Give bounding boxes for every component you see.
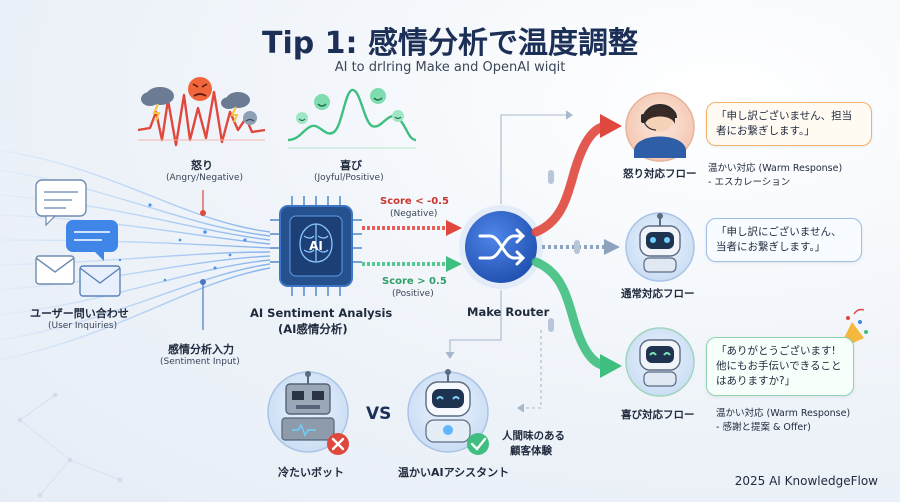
- shuffle-icon: [478, 228, 526, 266]
- chip-name-jp: (AI感情分析): [278, 322, 348, 336]
- joy-bubble-line-1: 「ありがとうございます!: [716, 345, 836, 357]
- joyful-label: 喜び: [340, 159, 362, 172]
- joy-flow-response: 温かい対応 (Warm Response): [716, 408, 851, 419]
- normal-bubble-line-2: 当者にお繋ぎします。」: [716, 241, 826, 253]
- human-touch-line-1: 人間味のある: [502, 430, 565, 442]
- angry-bubble-line-2: 者にお繋ぎします。」: [716, 125, 815, 137]
- angry-sublabel: (Angry/Negative): [166, 173, 244, 183]
- normal-flow-bubble: 「申し訳にございません、 当者にお繋ぎします。」: [706, 218, 862, 262]
- normal-flow-label: 通常対応フロー: [621, 288, 695, 300]
- sentiment-input-label: 感情分析入力: [168, 343, 234, 356]
- user-inquiries-label: ユーザー問い合わせ: [30, 307, 129, 320]
- path-dots: [548, 170, 580, 332]
- cold-bot-avatar: [267, 371, 349, 453]
- positive-arrow: [362, 256, 462, 272]
- joy-flow-action: - 感謝と提案 & Offer): [716, 422, 811, 433]
- negative-threshold: Score < -0.5: [380, 196, 449, 207]
- chip-ai-label: AI: [309, 239, 323, 253]
- upset-face-icon: [243, 111, 257, 125]
- check-mark-icon: [467, 433, 489, 455]
- normal-bubble-line-1: 「申し訳にございません、: [716, 226, 842, 238]
- joy-flow-bubble: 「ありがとうございます! 他にもお手伝いできること はありますか?」: [706, 337, 854, 396]
- x-mark-icon: [327, 433, 349, 455]
- storm-cloud-left-icon: [141, 87, 174, 122]
- vs-label: VS: [366, 404, 392, 424]
- joy-path: [531, 257, 622, 378]
- footer-credit: 2025 AI KnowledgeFlow: [734, 474, 878, 488]
- cold-bot-label: 冷たいボット: [278, 466, 344, 479]
- router-label: Make Router: [467, 305, 550, 319]
- chat-bubble-icon: [35, 179, 87, 227]
- sentiment-input-sublabel: (Sentiment Input): [160, 357, 240, 367]
- angry-face-icon: [188, 77, 212, 101]
- angry-bubble-line-1: 「申し訳ございません、担当: [716, 110, 853, 122]
- chat-bubble-blue-icon: [66, 220, 118, 261]
- router-feedback-lines: [445, 110, 573, 413]
- input-particles: [118, 203, 247, 282]
- angry-waveform: [137, 90, 266, 147]
- storm-cloud-right-icon: [221, 92, 250, 123]
- joy-robot-avatar: [625, 327, 695, 397]
- joyful-faces-icon: [296, 88, 404, 124]
- negative-arrow: [362, 220, 462, 236]
- normal-path: [542, 239, 620, 255]
- joy-bubble-line-2: 他にもお手伝いできること: [716, 360, 842, 372]
- joy-bubble-line-3: はありますか?」: [716, 375, 796, 387]
- input-stream: [0, 149, 271, 361]
- connector-angry: [200, 190, 206, 216]
- normal-robot-avatar: [625, 212, 695, 282]
- angry-path: [531, 114, 622, 237]
- negative-threshold-label: (Negative): [390, 209, 438, 219]
- background-network: [17, 392, 123, 498]
- positive-threshold-label: (Positive): [392, 289, 434, 299]
- connector-sentiment-input: [200, 279, 206, 330]
- envelope-blue-icon: [79, 265, 121, 297]
- positive-threshold: Score > 0.5: [382, 276, 447, 287]
- joy-flow-label: 喜び対応フロー: [621, 409, 695, 421]
- page-subtitle: AI to drlring Make and OpenAI wiqit: [334, 60, 566, 75]
- envelope-icon: [35, 255, 75, 285]
- angry-flow-action: - エスカレーション: [708, 177, 791, 188]
- warm-assistant-avatar: [407, 369, 489, 453]
- human-touch-line-2: 顧客体験: [510, 445, 552, 457]
- angry-flow-label: 怒り対応フロー: [623, 168, 697, 180]
- angry-flow-response: 温かい対応 (Warm Response): [708, 163, 843, 174]
- user-inquiries-sublabel: (User Inquiries): [48, 321, 118, 331]
- page-title: Tip 1: 感情分析で温度調整: [262, 26, 638, 61]
- operator-avatar: [625, 92, 695, 162]
- angry-label: 怒り: [191, 159, 213, 172]
- ai-chip: [270, 196, 362, 296]
- chip-name: AI Sentiment Analysis: [250, 306, 393, 320]
- joyful-sublabel: (Joyful/Positive): [314, 173, 384, 183]
- warm-assistant-label: 温かいAIアシスタント: [398, 466, 510, 479]
- brain-icon: [299, 223, 333, 263]
- angry-flow-bubble: 「申し訳ございません、担当 者にお繋ぎします。」: [706, 102, 872, 146]
